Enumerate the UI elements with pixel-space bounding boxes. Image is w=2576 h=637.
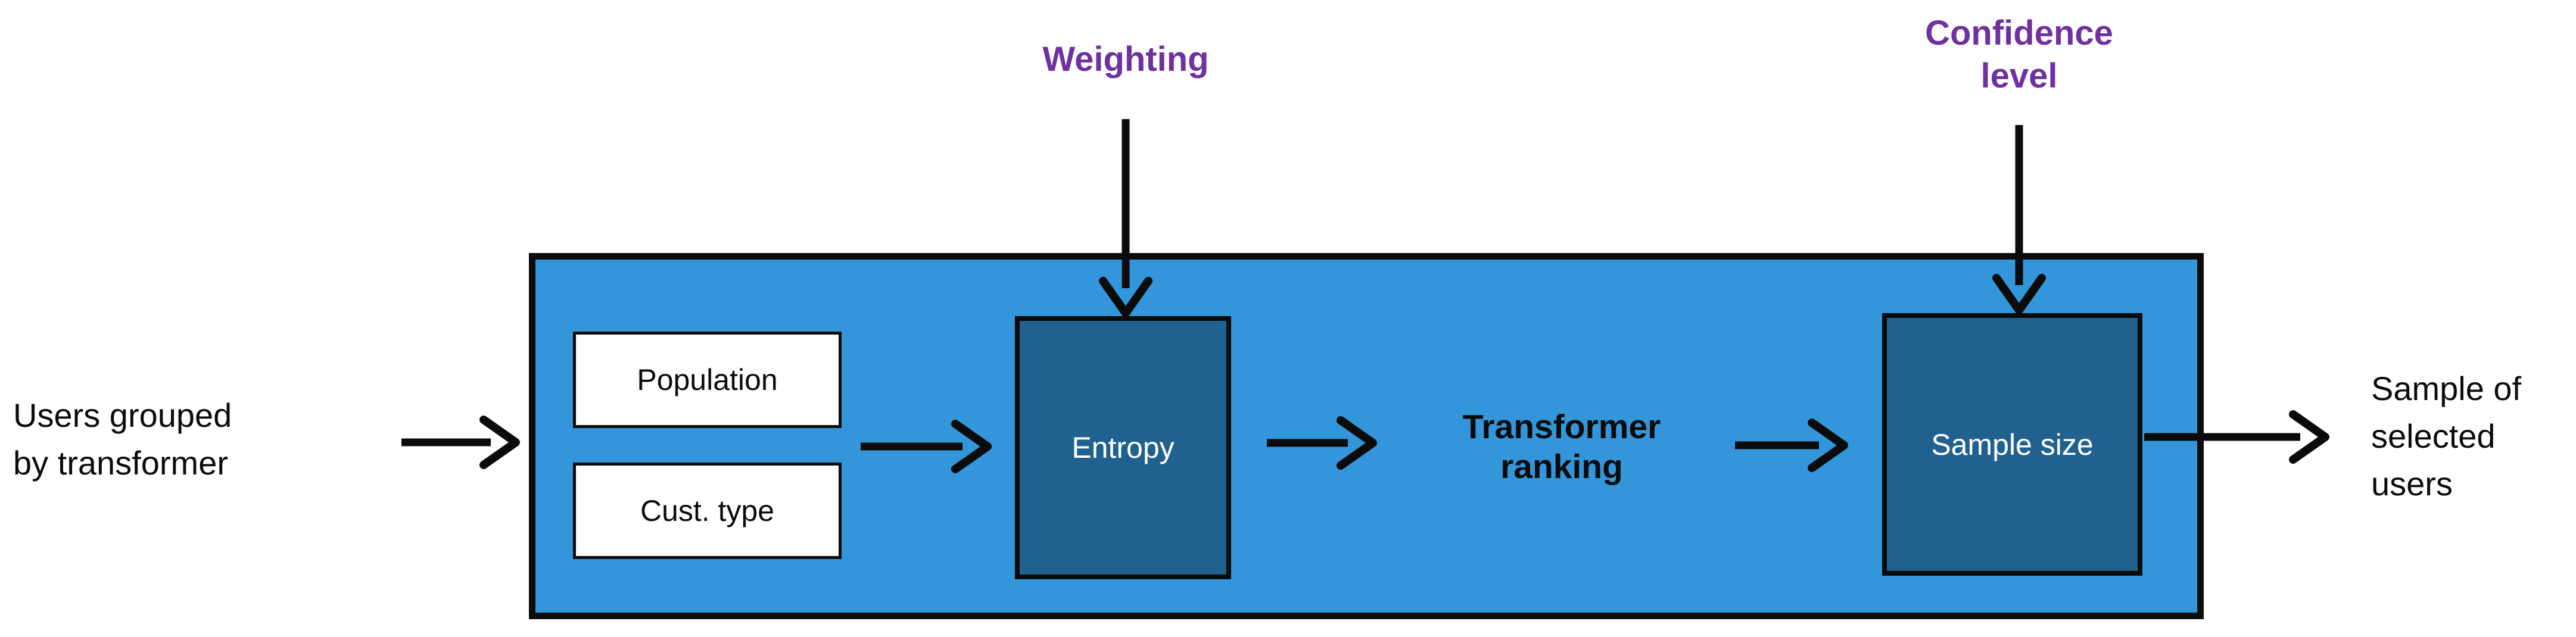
confidence-level-label: Confidence level [1925, 14, 2113, 95]
output-users-label: Sample of selected users [2371, 370, 2522, 502]
sample-size-label: Sample size [1931, 427, 2094, 461]
output-arrow [2144, 410, 2329, 464]
entropy-box: Entropy [1015, 316, 1231, 579]
cust-type-label: Cust. type [640, 494, 775, 527]
ranking-to-sample-size-arrow [1735, 419, 1848, 472]
weighting-arrow [1099, 119, 1152, 317]
entropy-to-ranking-arrow [1267, 416, 1377, 470]
population-label: Population [637, 363, 778, 396]
sample-size-box: Sample size [1882, 313, 2142, 576]
weighting-label: Weighting [1042, 40, 1209, 79]
transformer-ranking-label: Transformer ranking [1462, 408, 1661, 486]
inputs-to-entropy-arrow [861, 420, 992, 473]
confidence-arrow [1992, 125, 2046, 314]
entropy-label: Entropy [1071, 431, 1175, 464]
input-users-label: Users grouped by transformer [13, 396, 232, 482]
input-arrow [401, 416, 520, 469]
population-box: Population [573, 332, 842, 428]
cust-type-box: Cust. type [573, 463, 842, 559]
